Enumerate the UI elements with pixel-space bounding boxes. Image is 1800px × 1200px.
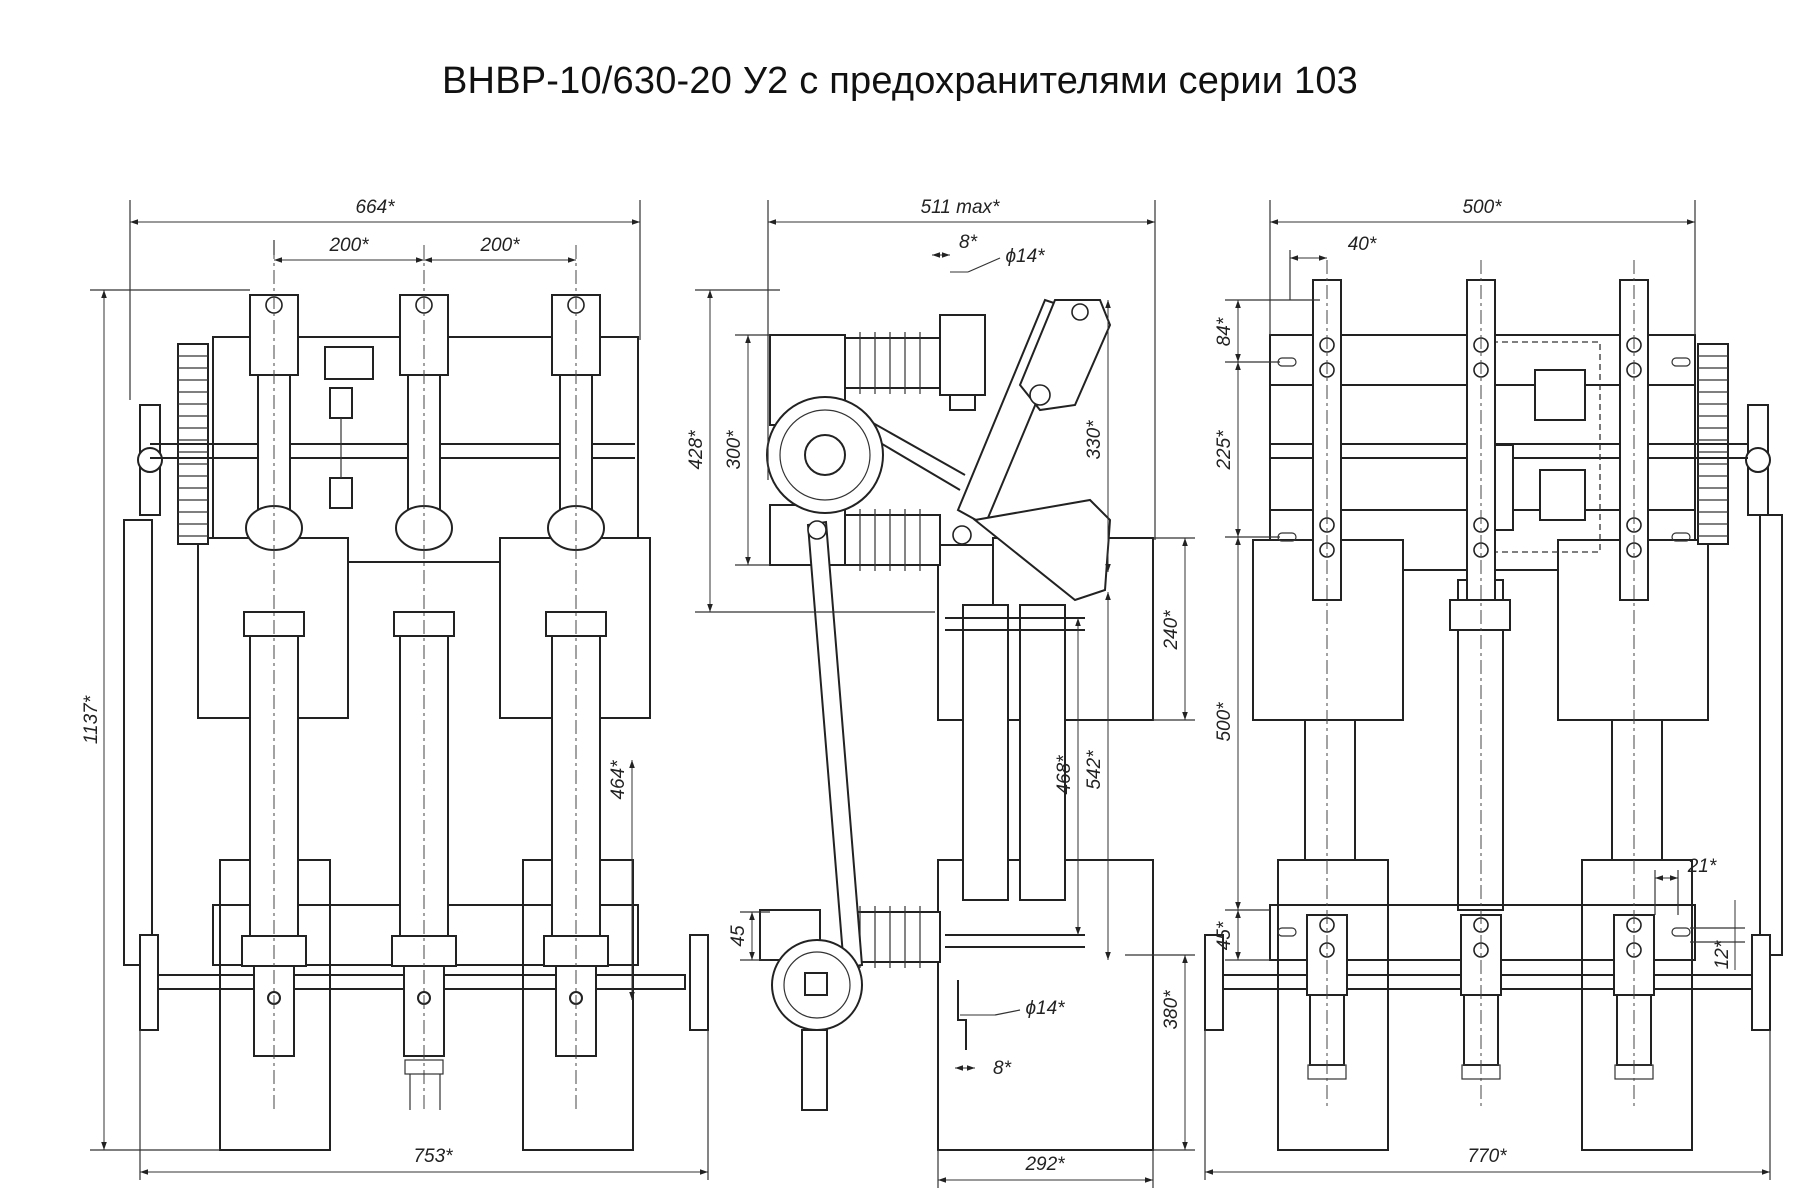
dim-front-base: 753*	[413, 1146, 453, 1167]
dim-front-width: 664*	[355, 197, 395, 218]
dim-front-pitch-right: 200*	[479, 235, 520, 256]
rear-view: 500* 40* 84* 225* 500* 45* 21* 12* 770*	[1204, 197, 1783, 1180]
dim-side-tab-bottom: 8*	[993, 1058, 1012, 1079]
dim-side-tab-top: 8*	[959, 232, 978, 253]
dim-rear-225: 225*	[1214, 430, 1235, 471]
dim-side-542: 542*	[1084, 750, 1105, 790]
dim-side-428: 428*	[686, 430, 707, 470]
front-spring	[178, 355, 208, 537]
dim-side-380: 380*	[1161, 990, 1182, 1030]
dim-rear-40: 40*	[1348, 234, 1377, 255]
dim-rear-12: 12*	[1712, 940, 1733, 969]
front-view: 664* 200* 200* 1137* 464* 753*	[81, 197, 709, 1180]
dim-side-240: 240*	[1161, 610, 1182, 651]
dim-side-width: 511 max*	[921, 197, 1000, 218]
dim-rear-45: 45*	[1214, 921, 1235, 950]
dim-side-base: 292*	[1024, 1154, 1065, 1175]
drawing-title: ВНВР-10/630-20 У2 с предохранителями сер…	[442, 60, 1358, 102]
dim-side-330: 330*	[1084, 420, 1105, 460]
dim-side-300: 300*	[724, 430, 745, 470]
dim-front-pitch-left: 200*	[328, 235, 369, 256]
dim-side-hole-bottom: ϕ14*	[1025, 998, 1065, 1019]
front-pole	[391, 294, 457, 1057]
dim-front-fuse: 464*	[608, 760, 629, 800]
dim-side-45: 45	[728, 925, 749, 947]
dim-rear-21: 21*	[1687, 856, 1717, 877]
dim-rear-base: 770*	[1467, 1146, 1507, 1167]
dim-side-468: 468*	[1054, 755, 1075, 795]
side-insulator-middle	[844, 509, 941, 571]
side-view: 511 max* 8* ϕ14* 428* 300* 330* 240* 468…	[686, 197, 1195, 1188]
dim-rear-width: 500*	[1462, 197, 1502, 218]
dim-front-height: 1137*	[81, 695, 102, 744]
dim-rear-500: 500*	[1214, 702, 1235, 742]
dim-rear-84: 84*	[1214, 317, 1235, 346]
rear-spring	[1698, 355, 1728, 537]
dim-side-hole-top: ϕ14*	[1005, 246, 1045, 267]
side-insulator-upper	[844, 332, 941, 394]
